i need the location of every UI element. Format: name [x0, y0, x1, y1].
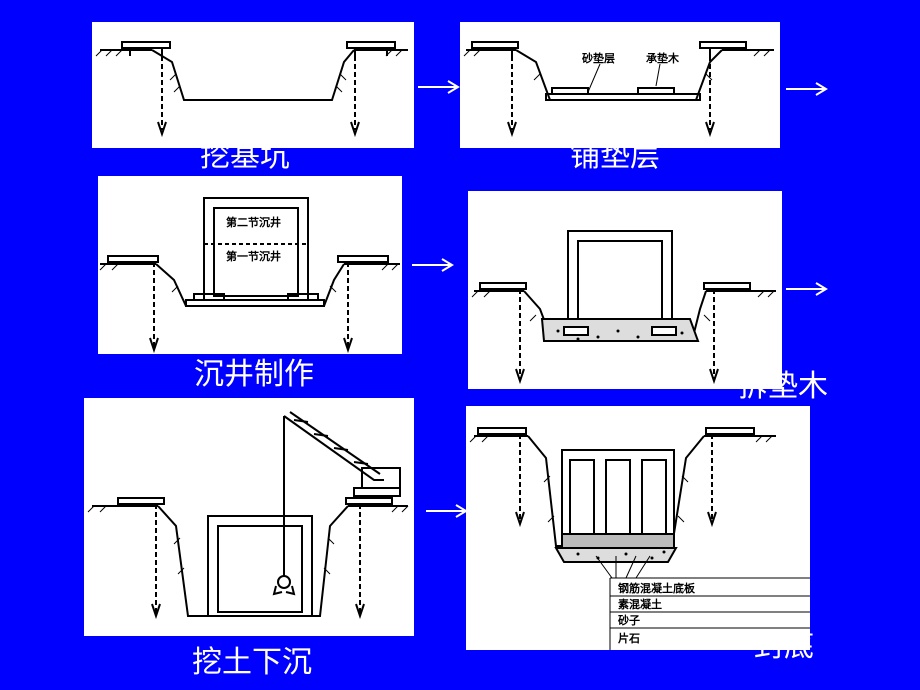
right-arrow-icon: [786, 282, 828, 296]
caption-step1: 挖基坑: [200, 139, 290, 174]
crane-icon: [283, 411, 401, 576]
caption-step4: 拆垫木: [738, 369, 828, 404]
label-bearing-sleeper: 承垫木: [646, 51, 680, 65]
legend-item: 素混凝土: [618, 597, 662, 611]
seal-bottom-figure: 钢筋混凝土底板 素混凝土 砂子 片石: [469, 427, 810, 650]
label-sand-cushion: 砂垫层: [582, 51, 615, 65]
right-arrow-icon: [426, 504, 468, 518]
excavate-sink-figure: [87, 411, 409, 620]
legend-item: 钢筋混凝土底板: [618, 581, 696, 595]
panel-seal-bottom: 钢筋混凝土底板 素混凝土 砂子 片石: [466, 406, 810, 650]
legend-item: 片石: [618, 631, 640, 645]
right-arrow-icon: [412, 258, 454, 272]
label-first-section: 第一节沉井: [226, 249, 281, 263]
panel-make-caisson: 第二节沉井 第一节沉井: [98, 176, 402, 354]
panel-remove-sleepers: [468, 191, 782, 389]
right-arrow-icon: [418, 80, 460, 94]
caption-step5: 挖土下沉: [192, 645, 312, 680]
remove-sleepers-figure: [471, 230, 776, 385]
legend-table: 钢筋混凝土底板 素混凝土 砂子 片石: [609, 577, 810, 650]
grab-bucket-icon: [272, 575, 296, 596]
panel-lay-cushion: 砂垫层 承垫木: [460, 22, 780, 148]
legend-item: 砂子: [618, 613, 640, 627]
caption-step2: 铺垫层: [570, 139, 660, 174]
panel-excavate-sink: [84, 398, 414, 636]
panel-excavate-pit: [92, 22, 414, 148]
right-arrow-icon: [786, 82, 828, 96]
lay-cushion-figure: 砂垫层 承垫木: [463, 41, 774, 138]
caption-step6: 封底: [754, 629, 814, 664]
make-caisson-figure: 第二节沉井 第一节沉井: [99, 197, 400, 354]
caption-step3: 沉井制作: [194, 357, 314, 392]
label-second-section: 第二节沉井: [226, 215, 281, 229]
excavate-pit-figure: [95, 41, 408, 138]
